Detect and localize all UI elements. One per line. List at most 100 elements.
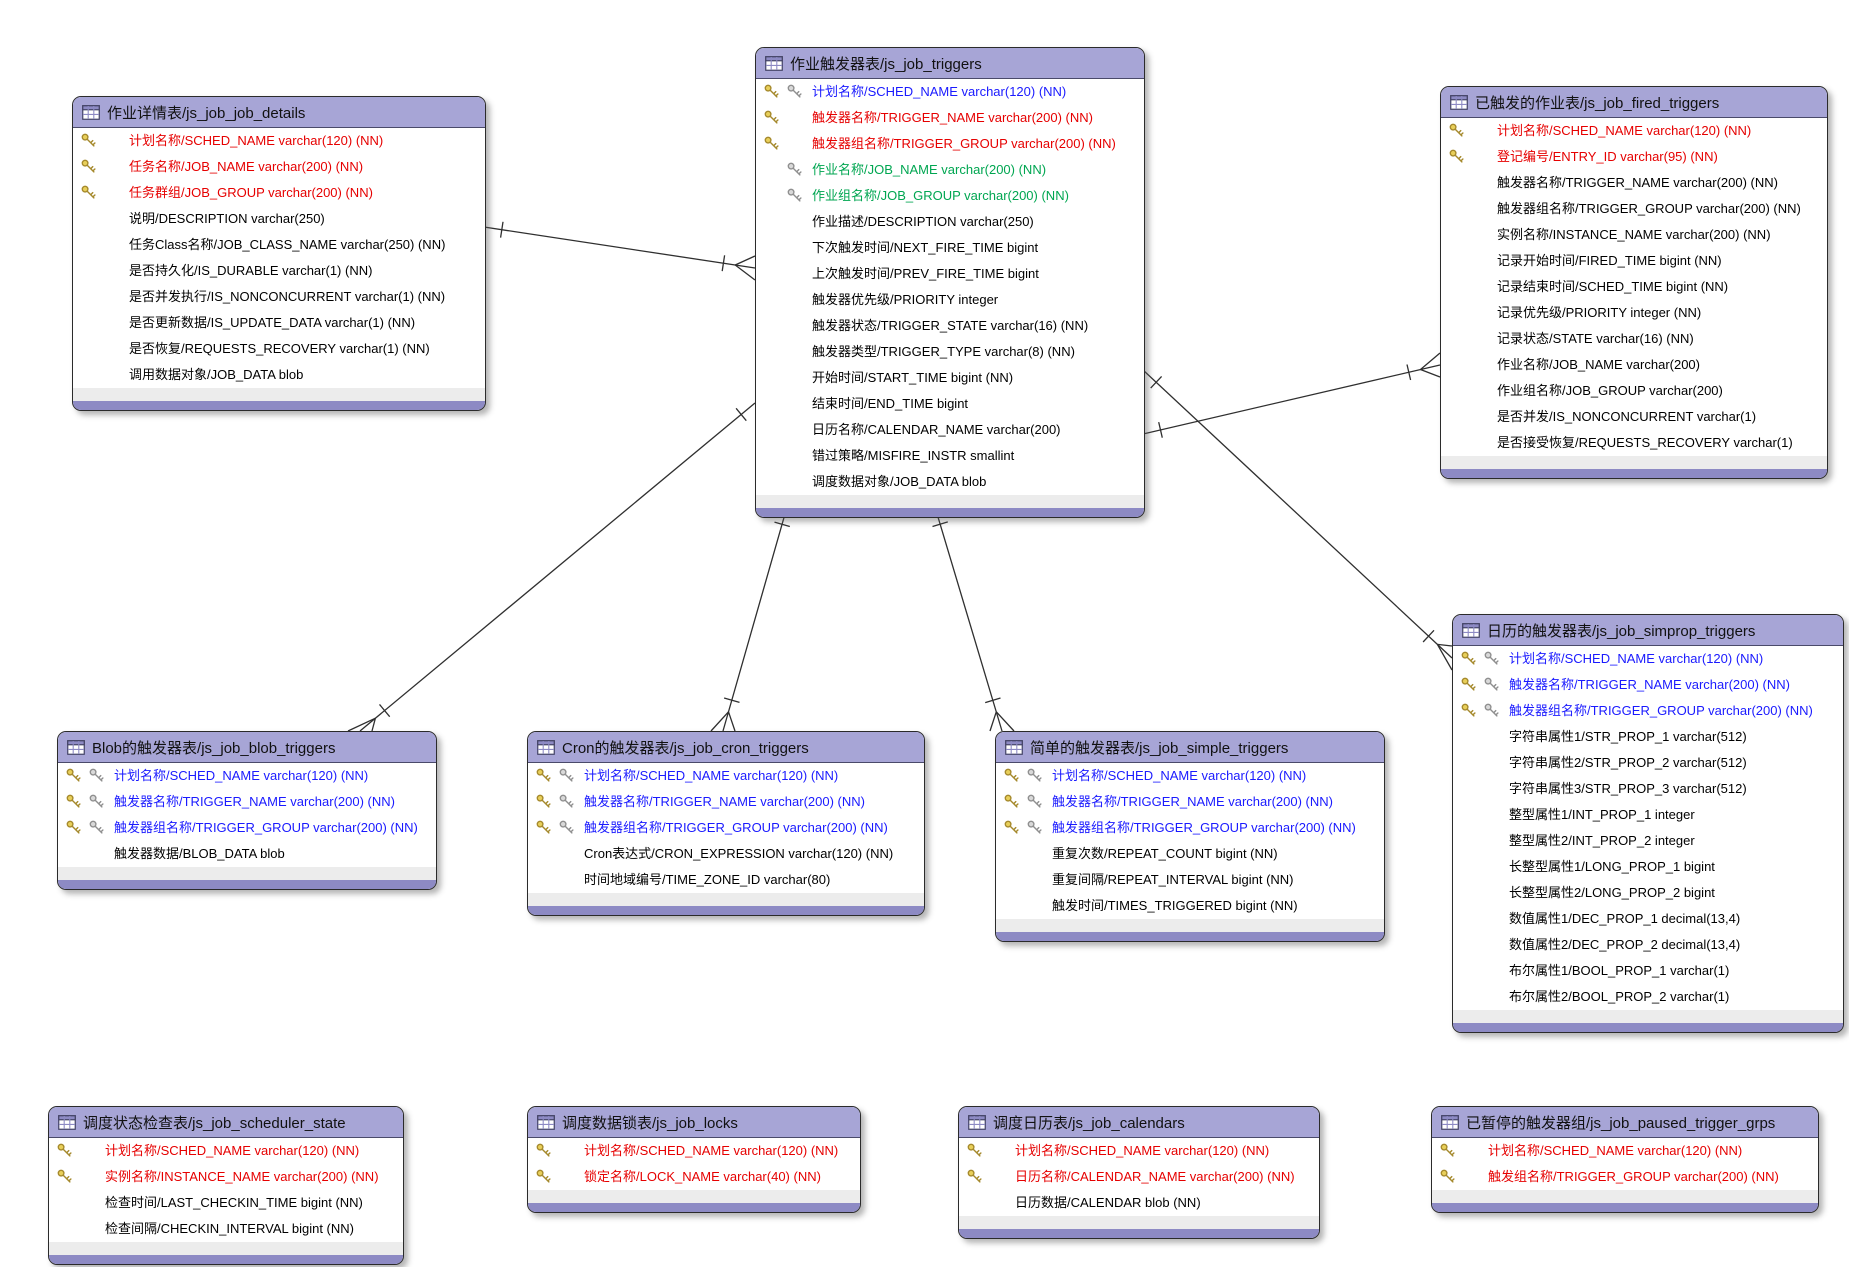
field-row[interactable]: 计划名称/SCHED_NAME varchar(120) (NN) <box>58 763 436 789</box>
field-row[interactable]: 作业描述/DESCRIPTION varchar(250) <box>756 209 1144 235</box>
table-header[interactable]: 简单的触发器表/js_job_simple_triggers <box>996 732 1384 763</box>
field-row[interactable]: 触发器优先级/PRIORITY integer <box>756 287 1144 313</box>
table-header[interactable]: 调度日历表/js_job_calendars <box>959 1107 1319 1138</box>
field-row[interactable]: 记录优先级/PRIORITY integer (NN) <box>1441 300 1827 326</box>
field-row[interactable]: 是否更新数据/IS_UPDATE_DATA varchar(1) (NN) <box>73 310 485 336</box>
field-row[interactable]: 触发器组名称/TRIGGER_GROUP varchar(200) (NN) <box>58 815 436 841</box>
field-row[interactable]: 计划名称/SCHED_NAME varchar(120) (NN) <box>528 1138 860 1164</box>
field-row[interactable]: 任务名称/JOB_NAME varchar(200) (NN) <box>73 154 485 180</box>
table-header[interactable]: 已触发的作业表/js_job_fired_triggers <box>1441 87 1827 118</box>
table-header[interactable]: 已暂停的触发器组/js_job_paused_trigger_grps <box>1432 1107 1818 1138</box>
field-row[interactable]: 检查时间/LAST_CHECKIN_TIME bigint (NN) <box>49 1190 403 1216</box>
field-row[interactable]: 触发组名称/TRIGGER_GROUP varchar(200) (NN) <box>1432 1164 1818 1190</box>
field-row[interactable]: 触发器组名称/TRIGGER_GROUP varchar(200) (NN) <box>756 131 1144 157</box>
field-row[interactable]: 作业名称/JOB_NAME varchar(200) (NN) <box>756 157 1144 183</box>
field-row[interactable]: 数值属性2/DEC_PROP_2 decimal(13,4) <box>1453 932 1843 958</box>
field-row[interactable]: 整型属性1/INT_PROP_1 integer <box>1453 802 1843 828</box>
field-row[interactable]: 触发器名称/TRIGGER_NAME varchar(200) (NN) <box>1453 672 1843 698</box>
field-row[interactable]: 布尔属性1/BOOL_PROP_1 varchar(1) <box>1453 958 1843 984</box>
field-row[interactable]: 任务群组/JOB_GROUP varchar(200) (NN) <box>73 180 485 206</box>
relationship-triggers-to-simple-triggers[interactable] <box>932 506 1015 732</box>
field-row[interactable]: 记录结束时间/SCHED_TIME bigint (NN) <box>1441 274 1827 300</box>
field-row[interactable]: 实例名称/INSTANCE_NAME varchar(200) (NN) <box>1441 222 1827 248</box>
field-row[interactable]: 字符串属性1/STR_PROP_1 varchar(512) <box>1453 724 1843 750</box>
field-row[interactable]: 是否恢复/REQUESTS_RECOVERY varchar(1) (NN) <box>73 336 485 362</box>
field-row[interactable]: 计划名称/SCHED_NAME varchar(120) (NN) <box>1432 1138 1818 1164</box>
field-row[interactable]: 计划名称/SCHED_NAME varchar(120) (NN) <box>528 763 924 789</box>
field-row[interactable]: 调度数据对象/JOB_DATA blob <box>756 469 1144 495</box>
field-row[interactable]: 重复间隔/REPEAT_INTERVAL bigint (NN) <box>996 867 1384 893</box>
field-row[interactable]: 日历名称/CALENDAR_NAME varchar(200) <box>756 417 1144 443</box>
field-row[interactable]: 记录状态/STATE varchar(16) (NN) <box>1441 326 1827 352</box>
field-row[interactable]: 是否持久化/IS_DURABLE varchar(1) (NN) <box>73 258 485 284</box>
field-row[interactable]: 长整型属性2/LONG_PROP_2 bigint <box>1453 880 1843 906</box>
field-row[interactable]: 计划名称/SCHED_NAME varchar(120) (NN) <box>996 763 1384 789</box>
field-row[interactable]: 计划名称/SCHED_NAME varchar(120) (NN) <box>959 1138 1319 1164</box>
field-row[interactable]: 登记编号/ENTRY_ID varchar(95) (NN) <box>1441 144 1827 170</box>
field-row[interactable]: 日历数据/CALENDAR blob (NN) <box>959 1190 1319 1216</box>
field-row[interactable]: 触发器类型/TRIGGER_TYPE varchar(8) (NN) <box>756 339 1144 365</box>
field-row[interactable]: 时间地域编号/TIME_ZONE_ID varchar(80) <box>528 867 924 893</box>
field-row[interactable]: 触发器状态/TRIGGER_STATE varchar(16) (NN) <box>756 313 1144 339</box>
field-row[interactable]: 计划名称/SCHED_NAME varchar(120) (NN) <box>49 1138 403 1164</box>
table-header[interactable]: Blob的触发器表/js_job_blob_triggers <box>58 732 436 763</box>
field-row[interactable]: 作业名称/JOB_NAME varchar(200) <box>1441 352 1827 378</box>
field-row[interactable]: 触发器名称/TRIGGER_NAME varchar(200) (NN) <box>1441 170 1827 196</box>
table-header[interactable]: 作业详情表/js_job_job_details <box>73 97 485 128</box>
field-row[interactable]: 记录开始时间/FIRED_TIME bigint (NN) <box>1441 248 1827 274</box>
field-row[interactable]: 检查间隔/CHECKIN_INTERVAL bigint (NN) <box>49 1216 403 1242</box>
field-row[interactable]: 触发器名称/TRIGGER_NAME varchar(200) (NN) <box>756 105 1144 131</box>
field-row[interactable]: 数值属性1/DEC_PROP_1 decimal(13,4) <box>1453 906 1843 932</box>
field-row[interactable]: 是否接受恢复/REQUESTS_RECOVERY varchar(1) <box>1441 430 1827 456</box>
field-row[interactable]: 任务Class名称/JOB_CLASS_NAME varchar(250) (N… <box>73 232 485 258</box>
field-row[interactable]: 计划名称/SCHED_NAME varchar(120) (NN) <box>1441 118 1827 144</box>
field-row[interactable]: 触发器组名称/TRIGGER_GROUP varchar(200) (NN) <box>1441 196 1827 222</box>
table-header[interactable]: 调度状态检查表/js_job_scheduler_state <box>49 1107 403 1138</box>
field-row[interactable]: 重复次数/REPEAT_COUNT bigint (NN) <box>996 841 1384 867</box>
field-row[interactable]: 触发器数据/BLOB_DATA blob <box>58 841 436 867</box>
table-header[interactable]: Cron的触发器表/js_job_cron_triggers <box>528 732 924 763</box>
field-row[interactable]: 触发器组名称/TRIGGER_GROUP varchar(200) (NN) <box>1453 698 1843 724</box>
field-row[interactable]: 开始时间/START_TIME bigint (NN) <box>756 365 1144 391</box>
field-row[interactable]: 是否并发执行/IS_NONCONCURRENT varchar(1) (NN) <box>73 284 485 310</box>
table-header[interactable]: 作业触发器表/js_job_triggers <box>756 48 1144 79</box>
field-row[interactable]: 日历名称/CALENDAR_NAME varchar(200) (NN) <box>959 1164 1319 1190</box>
field-row[interactable]: 结束时间/END_TIME bigint <box>756 391 1144 417</box>
field-row[interactable]: 计划名称/SCHED_NAME varchar(120) (NN) <box>1453 646 1843 672</box>
relationship-triggers-to-simprop-triggers[interactable] <box>1142 369 1453 671</box>
field-row[interactable]: 下次触发时间/NEXT_FIRE_TIME bigint <box>756 235 1144 261</box>
field-row[interactable]: 说明/DESCRIPTION varchar(250) <box>73 206 485 232</box>
field-row[interactable]: 锁定名称/LOCK_NAME varchar(40) (NN) <box>528 1164 860 1190</box>
field-row[interactable]: 触发器名称/TRIGGER_NAME varchar(200) (NN) <box>996 789 1384 815</box>
field-row[interactable]: 调用数据对象/JOB_DATA blob <box>73 362 485 388</box>
field-row[interactable]: 计划名称/SCHED_NAME varchar(120) (NN) <box>73 128 485 154</box>
field-row[interactable]: 触发器组名称/TRIGGER_GROUP varchar(200) (NN) <box>996 815 1384 841</box>
relationship-job-details-to-triggers[interactable] <box>483 221 756 281</box>
field-row[interactable]: 触发器组名称/TRIGGER_GROUP varchar(200) (NN) <box>528 815 924 841</box>
field-row[interactable]: 触发器名称/TRIGGER_NAME varchar(200) (NN) <box>58 789 436 815</box>
field-row[interactable]: 整型属性2/INT_PROP_2 integer <box>1453 828 1843 854</box>
field-row[interactable]: 上次触发时间/PREV_FIRE_TIME bigint <box>756 261 1144 287</box>
relationship-triggers-to-blob-triggers[interactable] <box>347 402 756 732</box>
field-row[interactable]: 布尔属性2/BOOL_PROP_2 varchar(1) <box>1453 984 1843 1010</box>
field-row[interactable]: 是否并发/IS_NONCONCURRENT varchar(1) <box>1441 404 1827 430</box>
relationship-triggers-to-fired-triggers[interactable] <box>1142 352 1441 438</box>
relationship-triggers-to-cron-triggers[interactable] <box>710 506 790 732</box>
table-header[interactable]: 调度数据锁表/js_job_locks <box>528 1107 860 1138</box>
field-row[interactable]: 长整型属性1/LONG_PROP_1 bigint <box>1453 854 1843 880</box>
field-row[interactable]: 触发器名称/TRIGGER_NAME varchar(200) (NN) <box>528 789 924 815</box>
field-row[interactable]: 触发时间/TIMES_TRIGGERED bigint (NN) <box>996 893 1384 919</box>
field-row[interactable]: 错过策略/MISFIRE_INSTR smallint <box>756 443 1144 469</box>
field-row[interactable]: 作业组名称/JOB_GROUP varchar(200) <box>1441 378 1827 404</box>
field-row[interactable]: 计划名称/SCHED_NAME varchar(120) (NN) <box>756 79 1144 105</box>
